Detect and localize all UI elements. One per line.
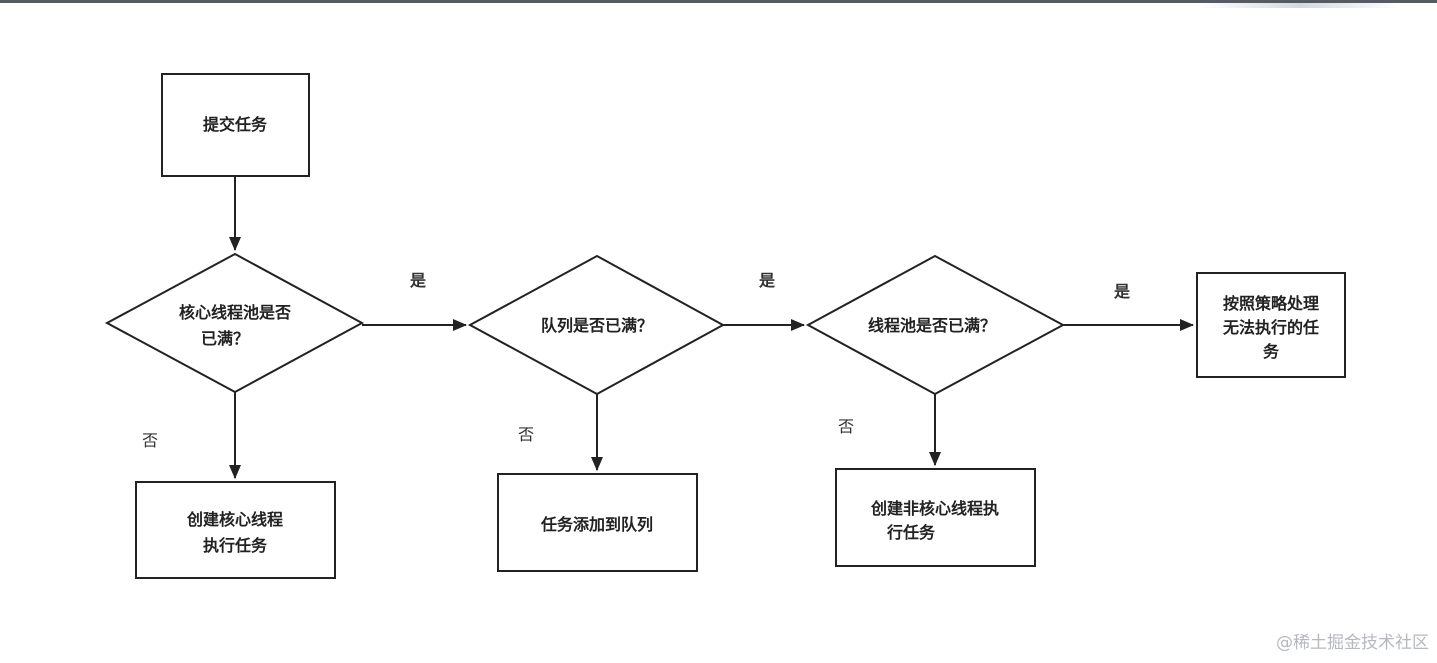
node-reject-policy-line2: 无法执行的任 bbox=[1222, 318, 1319, 337]
node-submit-task: 提交任务 bbox=[161, 73, 310, 177]
node-create-noncore-thread-line1: 创建非核心线程执 bbox=[870, 499, 999, 518]
decision-pool-full: 线程池是否已满？ bbox=[805, 254, 1066, 396]
decision-core-pool-full-line2: 已满？ bbox=[201, 329, 249, 348]
node-create-noncore-thread: 创建非核心线程执 行任务 bbox=[835, 468, 1036, 567]
node-create-core-thread-line2: 执行任务 bbox=[203, 536, 268, 555]
node-create-core-thread: 创建核心线程 执行任务 bbox=[135, 481, 336, 579]
node-add-to-queue-label: 任务添加到队列 bbox=[540, 515, 653, 534]
decision-core-pool-full-line1: 核心线程池是否 bbox=[179, 303, 291, 322]
node-create-core-thread-line1: 创建核心线程 bbox=[186, 510, 283, 529]
node-add-to-queue: 任务添加到队列 bbox=[497, 473, 698, 572]
node-reject-policy: 按照策略处理 无法执行的任 务 bbox=[1196, 272, 1346, 378]
node-create-noncore-thread-line2: 行任务 bbox=[886, 523, 936, 542]
node-reject-policy-line1: 按照策略处理 bbox=[1223, 294, 1319, 313]
node-submit-task-label: 提交任务 bbox=[203, 115, 268, 134]
edge-pool-full-yes-label: 是 bbox=[1113, 282, 1130, 301]
decision-core-pool-full: 核心线程池是否 已满？ bbox=[104, 252, 365, 394]
decision-queue-full: 队列是否已满？ bbox=[467, 254, 726, 396]
edge-core-full-no-label: 否 bbox=[142, 431, 158, 450]
decision-pool-full-label: 线程池是否已满？ bbox=[868, 316, 996, 335]
top-border-fade bbox=[1200, 3, 1400, 8]
edge-pool-full-no-label: 否 bbox=[838, 417, 854, 436]
top-border bbox=[0, 0, 1437, 3]
edge-queue-full-yes-label: 是 bbox=[758, 271, 775, 290]
watermark: @稀土掘金技术社区 bbox=[1276, 633, 1429, 653]
decision-queue-full-label: 队列是否已满？ bbox=[541, 316, 653, 335]
edge-queue-full-no-label: 否 bbox=[518, 425, 534, 444]
edge-core-full-yes-label: 是 bbox=[409, 271, 426, 290]
node-reject-policy-line3: 务 bbox=[1263, 342, 1280, 361]
